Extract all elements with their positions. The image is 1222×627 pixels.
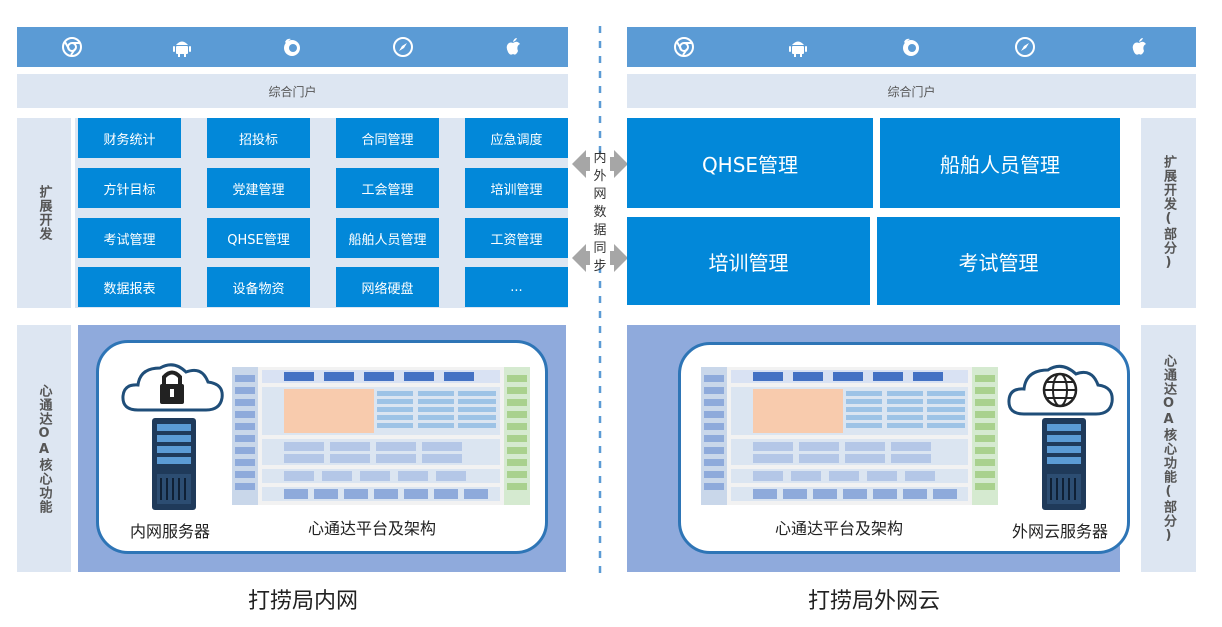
left-module-tile: 工会管理 xyxy=(336,168,439,208)
right-module-tile: QHSE管理 xyxy=(627,118,873,208)
right-portal: 综合门户 xyxy=(627,74,1196,108)
right-module-tile: 船舶人员管理 xyxy=(880,118,1120,208)
server-icon xyxy=(1042,418,1086,510)
left-footer-title: 打捞局内网 xyxy=(248,589,359,614)
chrome-icon xyxy=(60,35,84,59)
server-icon xyxy=(152,418,196,510)
sync-label: 内外网数据同步 xyxy=(593,151,607,274)
left-architecture-thumbnail xyxy=(232,367,530,505)
right-footer-title: 打捞局外网云 xyxy=(808,589,941,614)
right-core-side-label: 心通达OA核心功能(部分) xyxy=(1141,325,1196,572)
firefox-icon xyxy=(280,35,304,59)
right-ext-side-label: 扩展开发(部分) xyxy=(1141,118,1196,308)
left-module-tile: 财务统计 xyxy=(78,118,181,158)
apple-icon xyxy=(1127,35,1151,59)
left-module-tile: 方针目标 xyxy=(78,168,181,208)
right-server-caption: 外网云服务器 xyxy=(1012,522,1109,541)
android-icon xyxy=(786,35,810,59)
right-module-tile: 考试管理 xyxy=(877,217,1120,305)
center-dashed-divider xyxy=(598,26,602,574)
left-module-tile: 设备物资 xyxy=(207,267,310,307)
sync-arrows-icon xyxy=(572,150,628,272)
apple-icon xyxy=(501,35,525,59)
left-module-tile: 船舶人员管理 xyxy=(336,218,439,258)
left-module-tile: 党建管理 xyxy=(207,168,310,208)
chrome-icon xyxy=(672,35,696,59)
left-module-tile: 网络硬盘 xyxy=(336,267,439,307)
cloud-globe-icon xyxy=(1007,364,1114,416)
safari-icon xyxy=(1013,35,1037,59)
left-server-caption: 内网服务器 xyxy=(130,522,211,541)
firefox-icon xyxy=(899,35,923,59)
left-module-tile: 数据报表 xyxy=(78,267,181,307)
left-platform-icon-bar xyxy=(17,27,568,67)
left-module-tile: ... xyxy=(465,267,568,307)
right-module-tile: 培训管理 xyxy=(627,217,870,305)
left-platform-caption: 心通达平台及架构 xyxy=(308,519,437,538)
right-platform-caption: 心通达平台及架构 xyxy=(775,519,904,538)
left-module-tile: 应急调度 xyxy=(465,118,568,158)
right-platform-icon-bar xyxy=(627,27,1196,67)
left-module-tile: 招投标 xyxy=(207,118,310,158)
left-portal: 综合门户 xyxy=(17,74,568,108)
left-module-tile: 培训管理 xyxy=(465,168,568,208)
left-module-tile: 合同管理 xyxy=(336,118,439,158)
left-core-side-label: 心通达OA核心功能 xyxy=(17,325,71,572)
safari-icon xyxy=(391,35,415,59)
right-architecture-thumbnail xyxy=(701,367,998,505)
left-ext-side-label: 扩展开发 xyxy=(17,118,71,308)
left-module-tile: 考试管理 xyxy=(78,218,181,258)
left-module-tile: 工资管理 xyxy=(465,218,568,258)
android-icon xyxy=(170,35,194,59)
left-module-tile: QHSE管理 xyxy=(207,218,310,258)
cloud-lock-icon xyxy=(121,363,224,412)
